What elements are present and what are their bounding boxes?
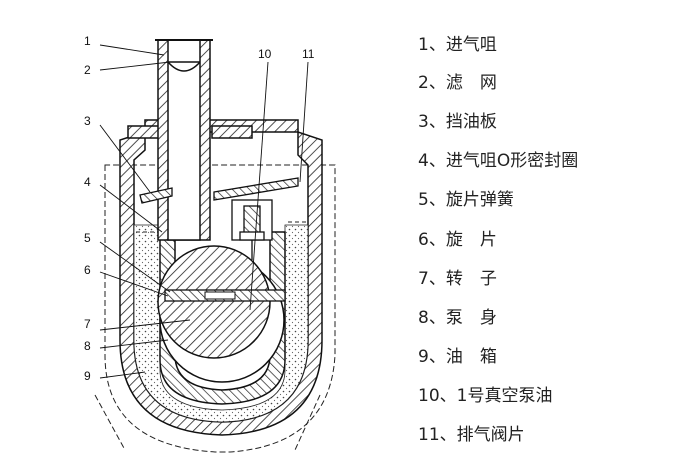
legend-item-7: 7、转 子 <box>418 269 497 289</box>
legend-item-5: 5、旋片弹簧 <box>418 190 514 210</box>
callout-lines <box>99 44 309 379</box>
callout-5: 5 <box>84 231 91 245</box>
legend-item-9: 9、油 箱 <box>418 347 497 367</box>
callout-1: 1 <box>84 34 91 48</box>
callout-7: 7 <box>84 317 91 331</box>
legend-item-10: 10、1号真空泵油 <box>418 386 553 406</box>
legend-item-6: 6、旋 片 <box>418 230 497 250</box>
callout-6: 6 <box>84 263 91 277</box>
rotor <box>157 245 271 359</box>
oil-baffle <box>139 177 299 204</box>
callout-3: 3 <box>84 114 91 128</box>
callout-numbers: 1 2 3 4 5 6 7 8 9 10 11 <box>84 34 315 383</box>
pump-body <box>159 231 286 405</box>
callout-8: 8 <box>84 339 91 353</box>
oil-level <box>136 221 306 233</box>
legend-item-3: 3、挡油板 <box>418 112 497 132</box>
legend-item-11: 11、排气阀片 <box>418 425 525 445</box>
housing-outline <box>94 164 336 453</box>
legend-item-8: 8、泵 身 <box>418 308 497 328</box>
callout-2: 2 <box>84 63 91 77</box>
inlet-nozzle <box>155 39 213 241</box>
pump-oil <box>133 224 309 423</box>
legend-item-2: 2、滤 网 <box>418 73 497 93</box>
callout-9: 9 <box>84 369 91 383</box>
legend-item-1: 1、进气咀 <box>418 35 497 55</box>
callout-4: 4 <box>84 175 91 189</box>
vane-spring <box>204 291 236 300</box>
legend-item-4: 4、进气咀O形密封圈 <box>418 151 579 171</box>
callout-11: 11 <box>302 47 315 61</box>
callout-10: 10 <box>258 47 272 61</box>
exhaust-valve <box>231 199 273 260</box>
